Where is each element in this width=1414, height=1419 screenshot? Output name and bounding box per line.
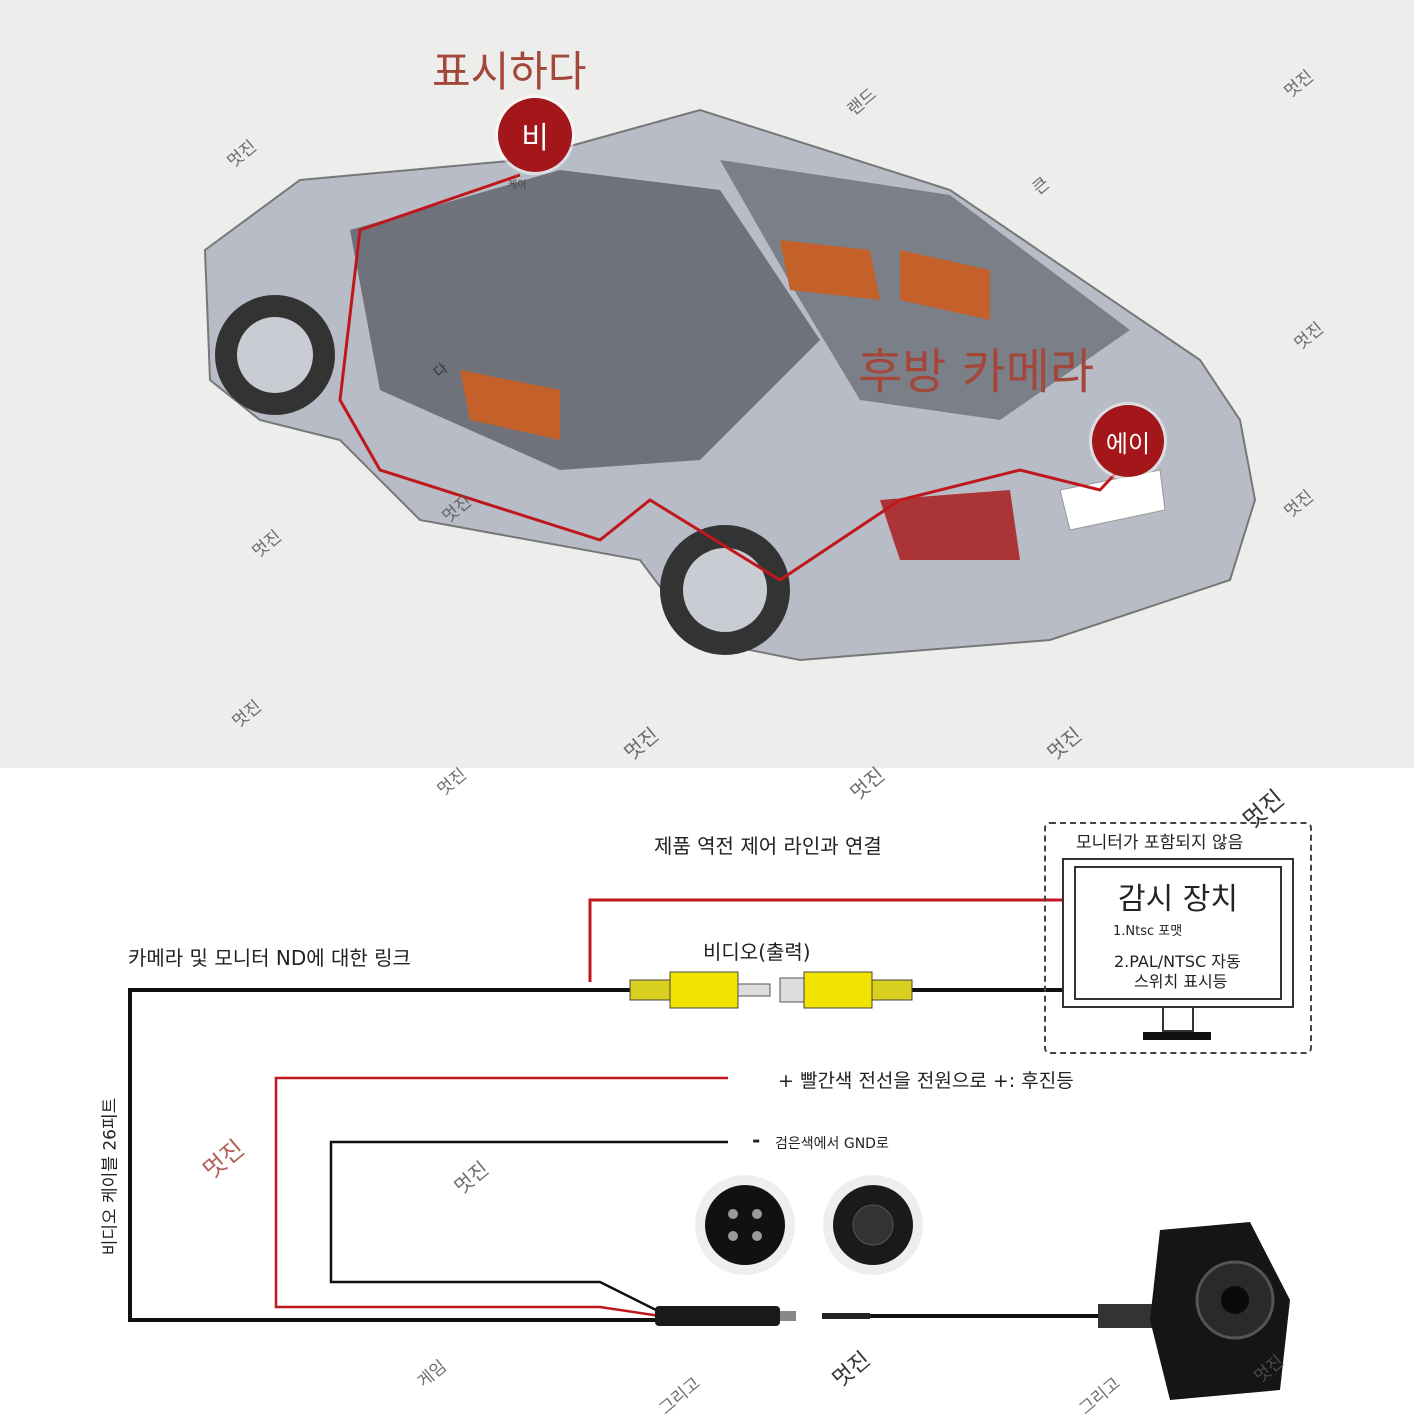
monitor-feature-1: 1.Ntsc 포맷 (1113, 924, 1183, 939)
black-wire-sign: - (752, 1128, 761, 1152)
video-out-label: 비디오(출력) (703, 940, 811, 964)
camera-cable (822, 1304, 1158, 1328)
rca-connector-right (779, 971, 913, 1009)
rca-connector-left (629, 971, 771, 1009)
monitor-not-included-label: 모니터가 포함되지 않음 (1076, 833, 1244, 853)
monitor-not-included-box (1044, 822, 1312, 1054)
connector-photo-male (695, 1175, 795, 1275)
marker-b: 비 (498, 98, 572, 172)
monitor-feature-2b: 스위치 표시등 (1134, 972, 1228, 991)
monitor-title: 감시 장치 (1118, 882, 1238, 917)
connector-photo-female (823, 1175, 923, 1275)
rear-camera-device (1150, 1222, 1290, 1400)
reverse-control-wire (588, 898, 1062, 982)
cable-label: 비디오 케이블 26피트 (100, 1097, 121, 1256)
black-wire-label: 검은색에서 GND로 (775, 1136, 889, 1152)
male-connector-end (655, 1306, 796, 1326)
display-label: 표시하다 (432, 47, 587, 96)
black-main-cable (128, 988, 1062, 1322)
rear-camera-label: 후방 카메라 (858, 344, 1095, 400)
marker-a: 에이 (1092, 405, 1164, 477)
monitor-base (1143, 1032, 1211, 1040)
monitor-feature-2a: 2.PAL/NTSC 자동 (1114, 952, 1241, 971)
black-ground-wire (329, 1140, 728, 1314)
marker-b-sub: 케이 (508, 180, 527, 191)
red-power-wire (274, 1076, 728, 1318)
reverse-line-label: 제품 역전 제어 라인과 연결 (654, 834, 882, 858)
monitor-stand (1162, 1008, 1194, 1032)
link-label: 카메라 및 모니터 ND에 대한 링크 (128, 946, 411, 970)
monitor-illustration (1062, 858, 1294, 1008)
car-illustration (203, 108, 1257, 662)
red-wire-label: + 빨간색 전선을 전원으로 +: 후진등 (778, 1070, 1074, 1092)
